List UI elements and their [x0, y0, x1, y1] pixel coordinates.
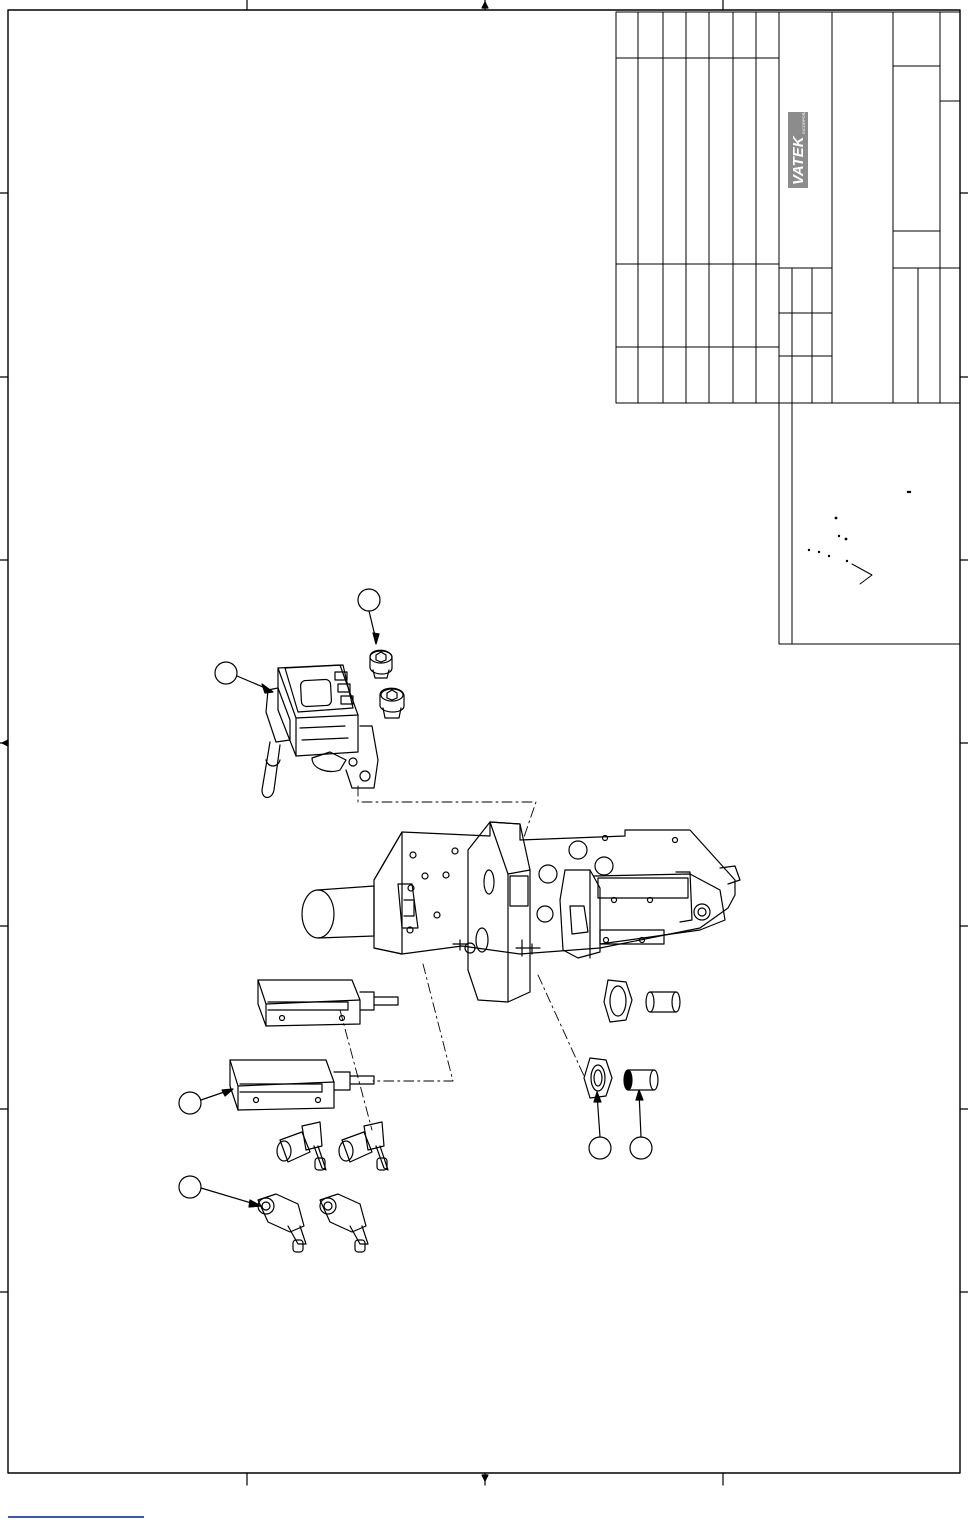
- logo-wordmark: VATEK: [790, 135, 807, 185]
- cap-screw-lower: [380, 688, 404, 718]
- footer-link-underline[interactable]: [8, 1516, 144, 1518]
- slide-body-assembly: [302, 822, 740, 1002]
- balloon-elbow-fitting: [179, 1176, 201, 1198]
- hex-nut-upper: [604, 980, 632, 1022]
- elbow-fitting-3: [258, 1194, 306, 1252]
- hex-nut-lower: [584, 1058, 612, 1098]
- balloon-cap-screw: [358, 589, 380, 611]
- pressure-switch: [262, 665, 378, 798]
- sheet-border: [0, 0, 968, 1485]
- spacer-sleeve-upper: [646, 992, 680, 1012]
- cylinder-upper: [258, 980, 398, 1026]
- balloon-hex-nut: [589, 1137, 611, 1159]
- cylinder-lower: [230, 1060, 374, 1110]
- elbow-fitting-4: [320, 1194, 368, 1252]
- title-block: [616, 12, 960, 403]
- balloon-cylinder: [179, 1092, 201, 1114]
- elbow-fitting-1: [277, 1122, 326, 1170]
- logo-subtext: INCORPORATED: [801, 102, 806, 134]
- notes-marks: [808, 491, 911, 562]
- balloon-pressure-switch: [215, 662, 237, 684]
- balloon-sleeve: [630, 1137, 652, 1159]
- elbow-fitting-2: [339, 1122, 388, 1170]
- assembly-leader-lines: [340, 786, 584, 1130]
- company-logo: VATEK INCORPORATED: [788, 102, 808, 188]
- item-balloons: [179, 589, 652, 1207]
- notes-panel: [779, 403, 960, 644]
- cap-screw-upper: [370, 650, 392, 678]
- spacer-sleeve-lower: [624, 1070, 658, 1090]
